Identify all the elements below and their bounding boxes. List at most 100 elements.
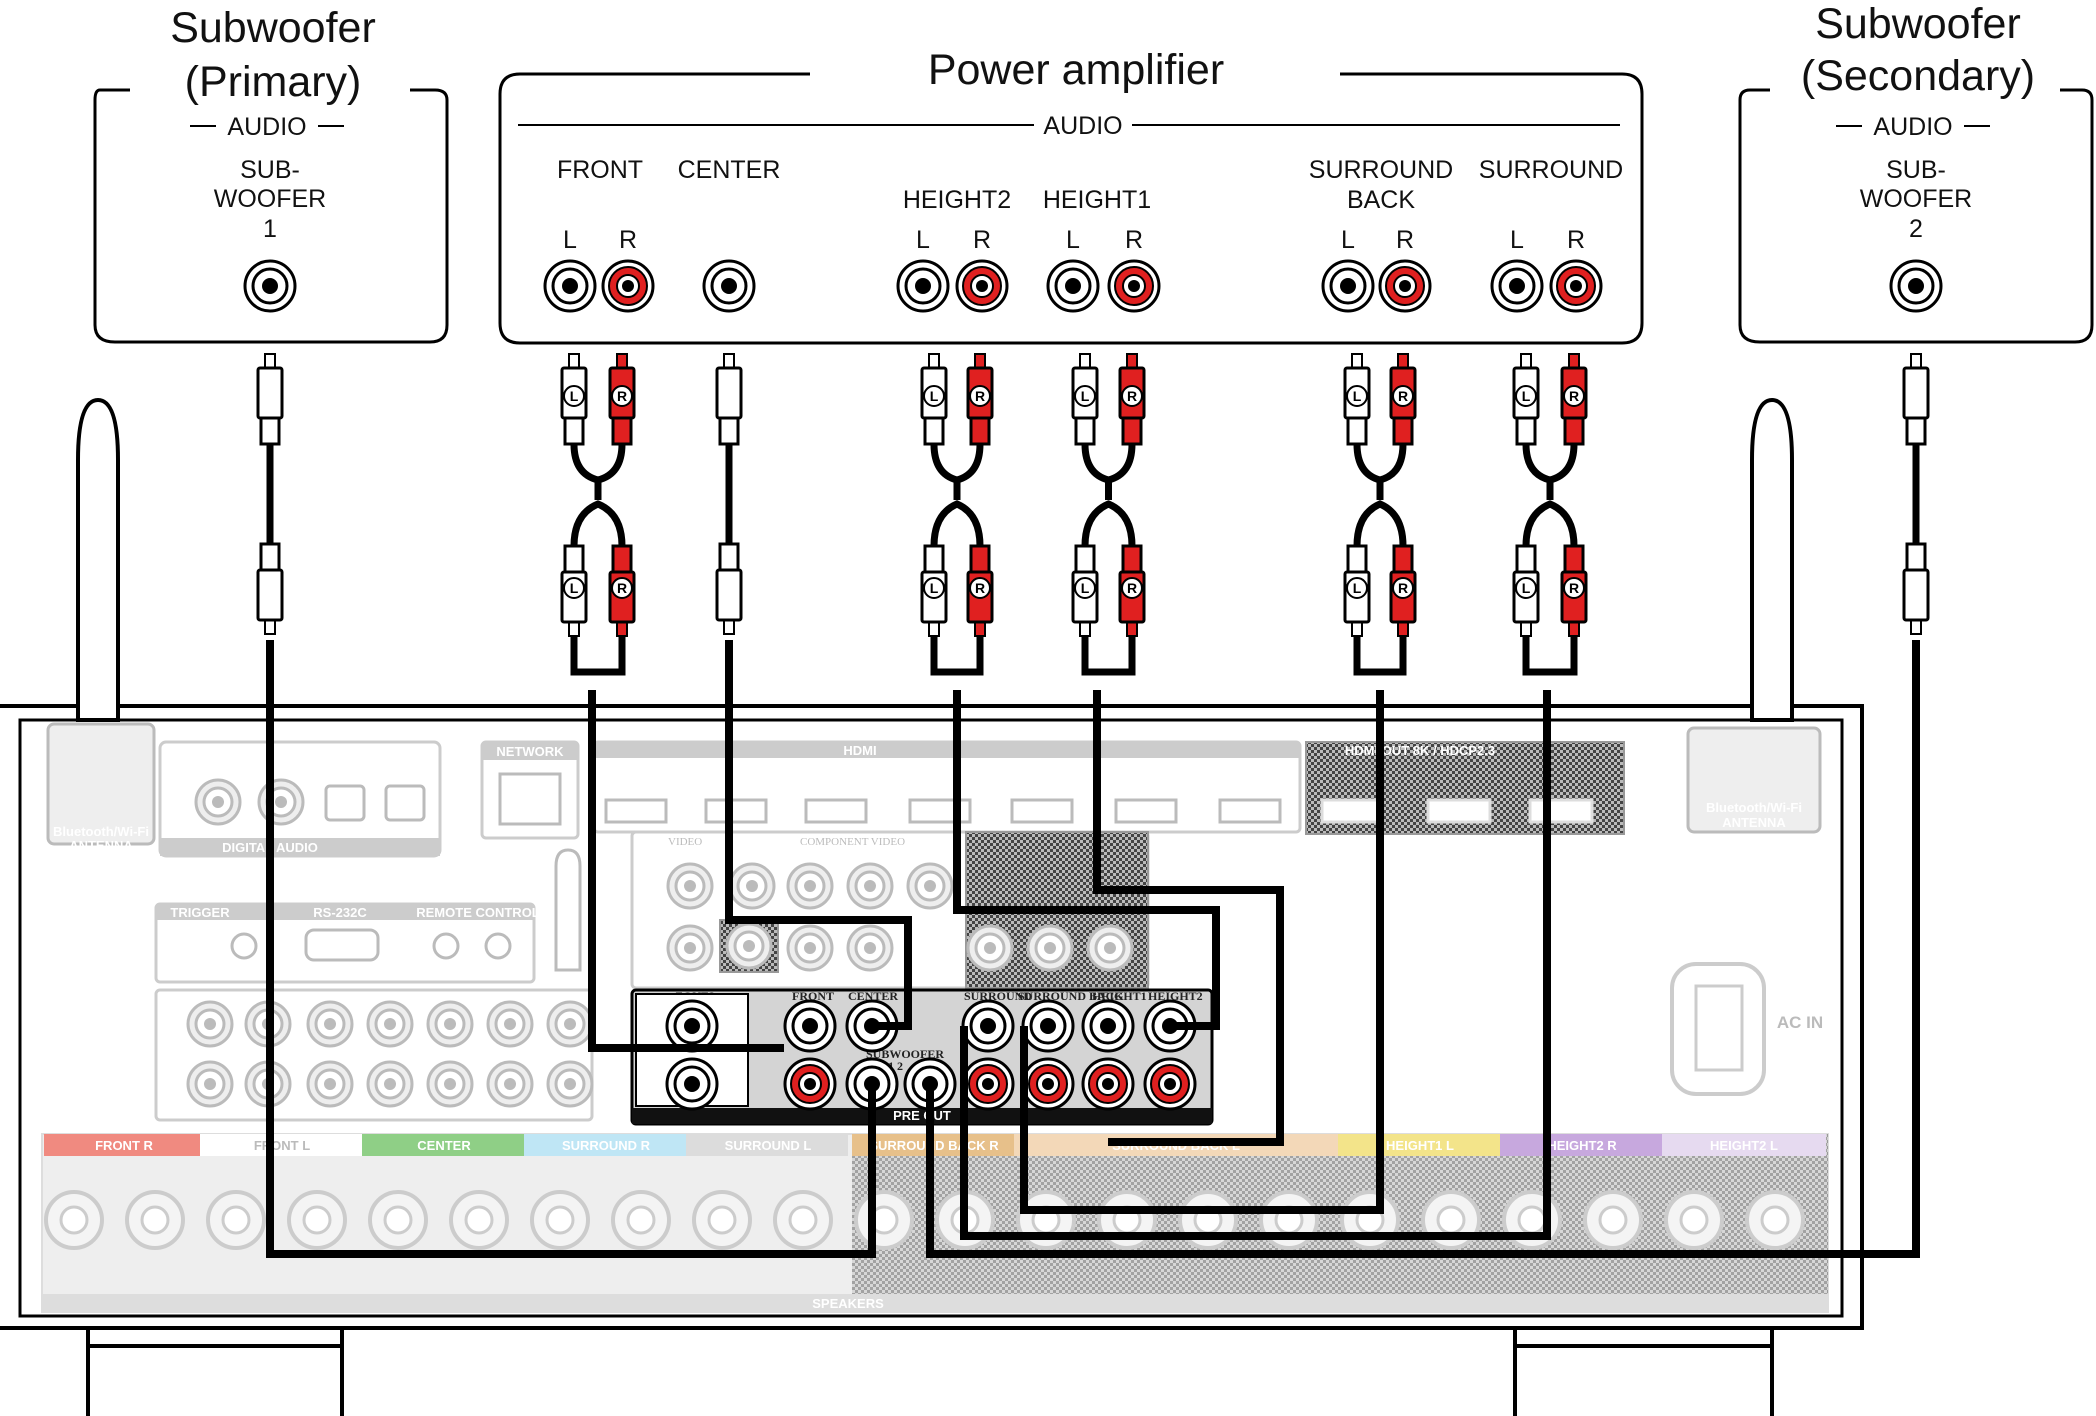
ethernet-port[interactable] <box>498 772 562 826</box>
tuner-r-jack[interactable] <box>186 1060 234 1108</box>
power-amplifier-box: Power amplifier AUDIO FRONT CENTER HEIGH… <box>498 46 1644 345</box>
hdmi-in-1[interactable] <box>604 798 668 824</box>
subwoofer2-jack[interactable] <box>1889 259 1943 313</box>
optical-1-port[interactable] <box>324 784 366 822</box>
hdmi-out-2[interactable] <box>1426 798 1492 824</box>
ir-out-jack[interactable] <box>484 932 512 960</box>
amp-height1-label: HEIGHT1 <box>1043 186 1151 214</box>
height1-cable <box>1093 690 1284 1146</box>
power-amplifier-title: Power amplifier <box>928 46 1224 94</box>
component-pr1-jack[interactable] <box>906 862 954 910</box>
component-out-pr-jack[interactable] <box>1086 924 1134 972</box>
hdmi-out-3[interactable] <box>1528 798 1594 824</box>
amp-surround-r-jack[interactable] <box>1549 259 1603 313</box>
hdmi-in-5[interactable] <box>1010 798 1074 824</box>
amp-surround-back-label-2: BACK <box>1347 186 1415 214</box>
dvd-l-jack[interactable] <box>306 1000 354 1048</box>
pre-center-label: CENTER <box>848 989 898 1003</box>
sb-r-top-badge-text: R <box>1398 388 1408 404</box>
pre-surround-r-jack[interactable] <box>961 1057 1015 1111</box>
pre-surround-l-jack[interactable] <box>961 999 1015 1053</box>
cd-r-jack[interactable] <box>486 1060 534 1108</box>
hdmi-in-6[interactable] <box>1114 798 1178 824</box>
subwoofer-secondary-audio-label: AUDIO <box>1873 113 1952 141</box>
pre-front-l-jack[interactable] <box>783 999 837 1053</box>
pre-sb-r-jack[interactable] <box>1021 1057 1075 1111</box>
center-cable <box>725 640 912 1030</box>
video-in-1-jack[interactable] <box>666 862 714 910</box>
component-y1-jack[interactable] <box>786 862 834 910</box>
spk-height1-l-label: HEIGHT1 L <box>1386 1138 1454 1153</box>
component-y2-jack[interactable] <box>786 924 834 972</box>
video-game-jack[interactable] <box>728 862 776 910</box>
height1-r-top-badge <box>1121 385 1143 407</box>
subwoofer1-jack[interactable] <box>243 259 297 313</box>
sb-cable <box>1020 690 1384 1214</box>
component-out-pb-jack[interactable] <box>1026 924 1074 972</box>
amp-height2-r-jack[interactable] <box>955 259 1009 313</box>
pre-zone2-r-jack[interactable] <box>665 1057 719 1111</box>
hdmi-out-panel: HDMI OUT 8K / HDCP2.3 <box>1305 741 1625 835</box>
tuner-l-jack[interactable] <box>186 1000 234 1048</box>
hdmi-in-2[interactable] <box>704 798 768 824</box>
rs232c-port[interactable] <box>304 928 380 962</box>
pre-height1-l-jack[interactable] <box>1081 999 1135 1053</box>
digital-audio-panel: DIGITAL AUDIO <box>158 740 442 858</box>
amp-front-l-jack[interactable] <box>543 259 597 313</box>
amp-sb-r-jack[interactable] <box>1378 259 1432 313</box>
game-r-jack[interactable] <box>426 1060 474 1108</box>
front-bracket <box>570 636 626 676</box>
optical-2-port[interactable] <box>384 784 426 822</box>
game-l-jack[interactable] <box>426 1000 474 1048</box>
phono-r-jack[interactable] <box>546 1060 594 1108</box>
hdmi-in-3[interactable] <box>804 798 868 824</box>
coaxial-jack[interactable] <box>194 778 242 826</box>
video-out-jack[interactable] <box>725 922 773 970</box>
surround-y-top <box>1522 443 1578 484</box>
surround-l-top-badge <box>1515 385 1537 407</box>
dvd-r-jack[interactable] <box>306 1060 354 1108</box>
amp-height2-r: R <box>973 226 991 254</box>
amp-front-r-jack[interactable] <box>601 259 655 313</box>
amp-height1-l-jack[interactable] <box>1046 259 1100 313</box>
pre-height1-r-jack[interactable] <box>1081 1057 1135 1111</box>
ir-in-jack[interactable] <box>432 932 460 960</box>
component-out-y-jack[interactable] <box>966 924 1014 972</box>
spk-surround-l-label: SURROUND L <box>725 1138 812 1153</box>
pre-height2-r-jack[interactable] <box>1143 1057 1197 1111</box>
bluray-r-jack[interactable] <box>366 1060 414 1108</box>
pre-sb-l-jack[interactable] <box>1021 999 1075 1053</box>
amp-height1-r-jack[interactable] <box>1107 259 1161 313</box>
amp-height2-l-jack[interactable] <box>896 259 950 313</box>
bluray-l-jack[interactable] <box>366 1000 414 1048</box>
pre-front-r-jack[interactable] <box>783 1057 837 1111</box>
surround-r-bottom-badge <box>1563 577 1585 599</box>
amp-sb-l: L <box>1341 226 1355 254</box>
sub2-top-plug <box>1902 352 1930 446</box>
amp-surround-l-jack[interactable] <box>1490 259 1544 313</box>
phono-l-jack[interactable] <box>546 1000 594 1048</box>
spk-height2-r-label: HEIGHT2 R <box>1547 1138 1617 1153</box>
sub2-port-label-1: SUB- <box>1886 156 1946 184</box>
dvd-digital-jack[interactable] <box>257 778 305 826</box>
analog-audio-in-panel <box>154 988 594 1122</box>
hdmi-out-1[interactable] <box>1320 798 1384 824</box>
signal-gnd-terminal[interactable] <box>554 848 582 972</box>
speaker-terminal-core <box>59 1205 89 1235</box>
component-pb1-jack[interactable] <box>846 862 894 910</box>
amp-sb-l-jack[interactable] <box>1321 259 1375 313</box>
height2-r-bottom-badge-text: R <box>975 580 985 596</box>
amp-front-l: L <box>563 226 577 254</box>
surround-cable <box>960 690 1551 1240</box>
ac-in-inlet: AC IN <box>1670 962 1823 1096</box>
video-in-2-jack[interactable] <box>666 924 714 972</box>
av-receiver-rear-panel: Bluetooth/Wi-Fi ANTENNA Bluetooth/Wi-Fi … <box>0 397 1864 1416</box>
cd-l-jack[interactable] <box>486 1000 534 1048</box>
pre-zone2-l-jack[interactable] <box>665 999 719 1053</box>
hdmi-in-7[interactable] <box>1218 798 1282 824</box>
trigger-jack[interactable] <box>230 932 258 960</box>
sub2-port-label-3: 2 <box>1909 215 1923 243</box>
amp-center-jack[interactable] <box>702 259 756 313</box>
component-pb2-jack[interactable] <box>846 924 894 972</box>
